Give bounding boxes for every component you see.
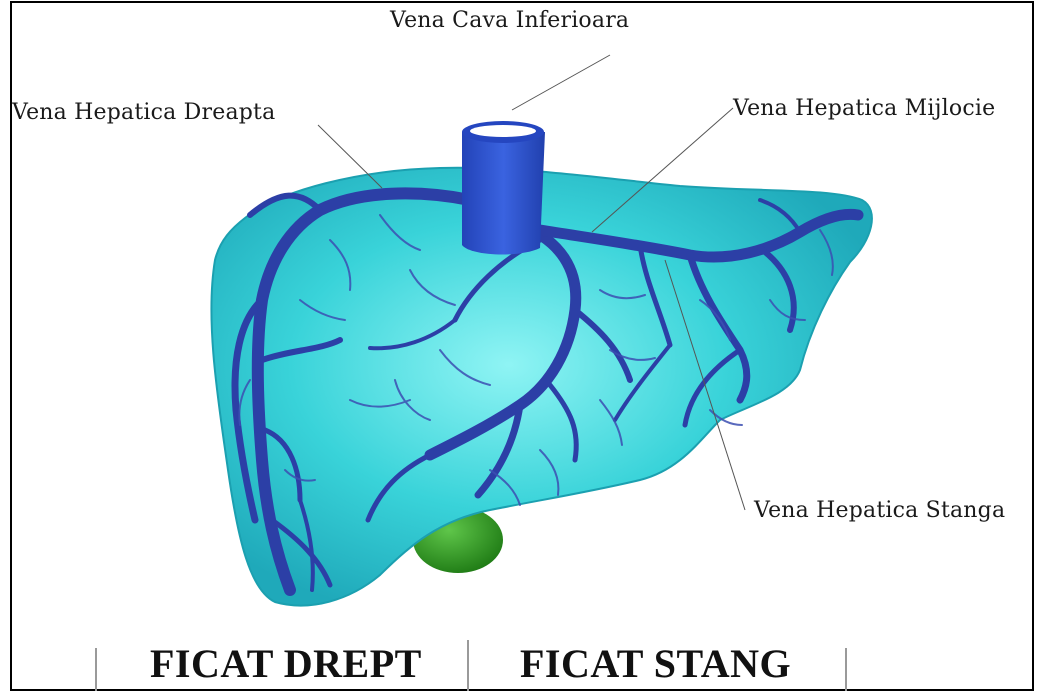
inferior-vena-cava [462, 121, 545, 254]
left-liver-label: FICAT STANG [520, 640, 791, 687]
middle-hepatic-vein-label: Vena Hepatica Mijlocie [733, 96, 995, 121]
left-hepatic-vein-label: Vena Hepatica Stanga [754, 498, 1005, 523]
right-hepatic-vein-label: Vena Hepatica Dreapta [12, 100, 275, 125]
right-liver-label: FICAT DREPT [150, 640, 422, 687]
ivc-leader [512, 55, 610, 110]
ivc-label: Vena Cava Inferioara [390, 8, 629, 33]
